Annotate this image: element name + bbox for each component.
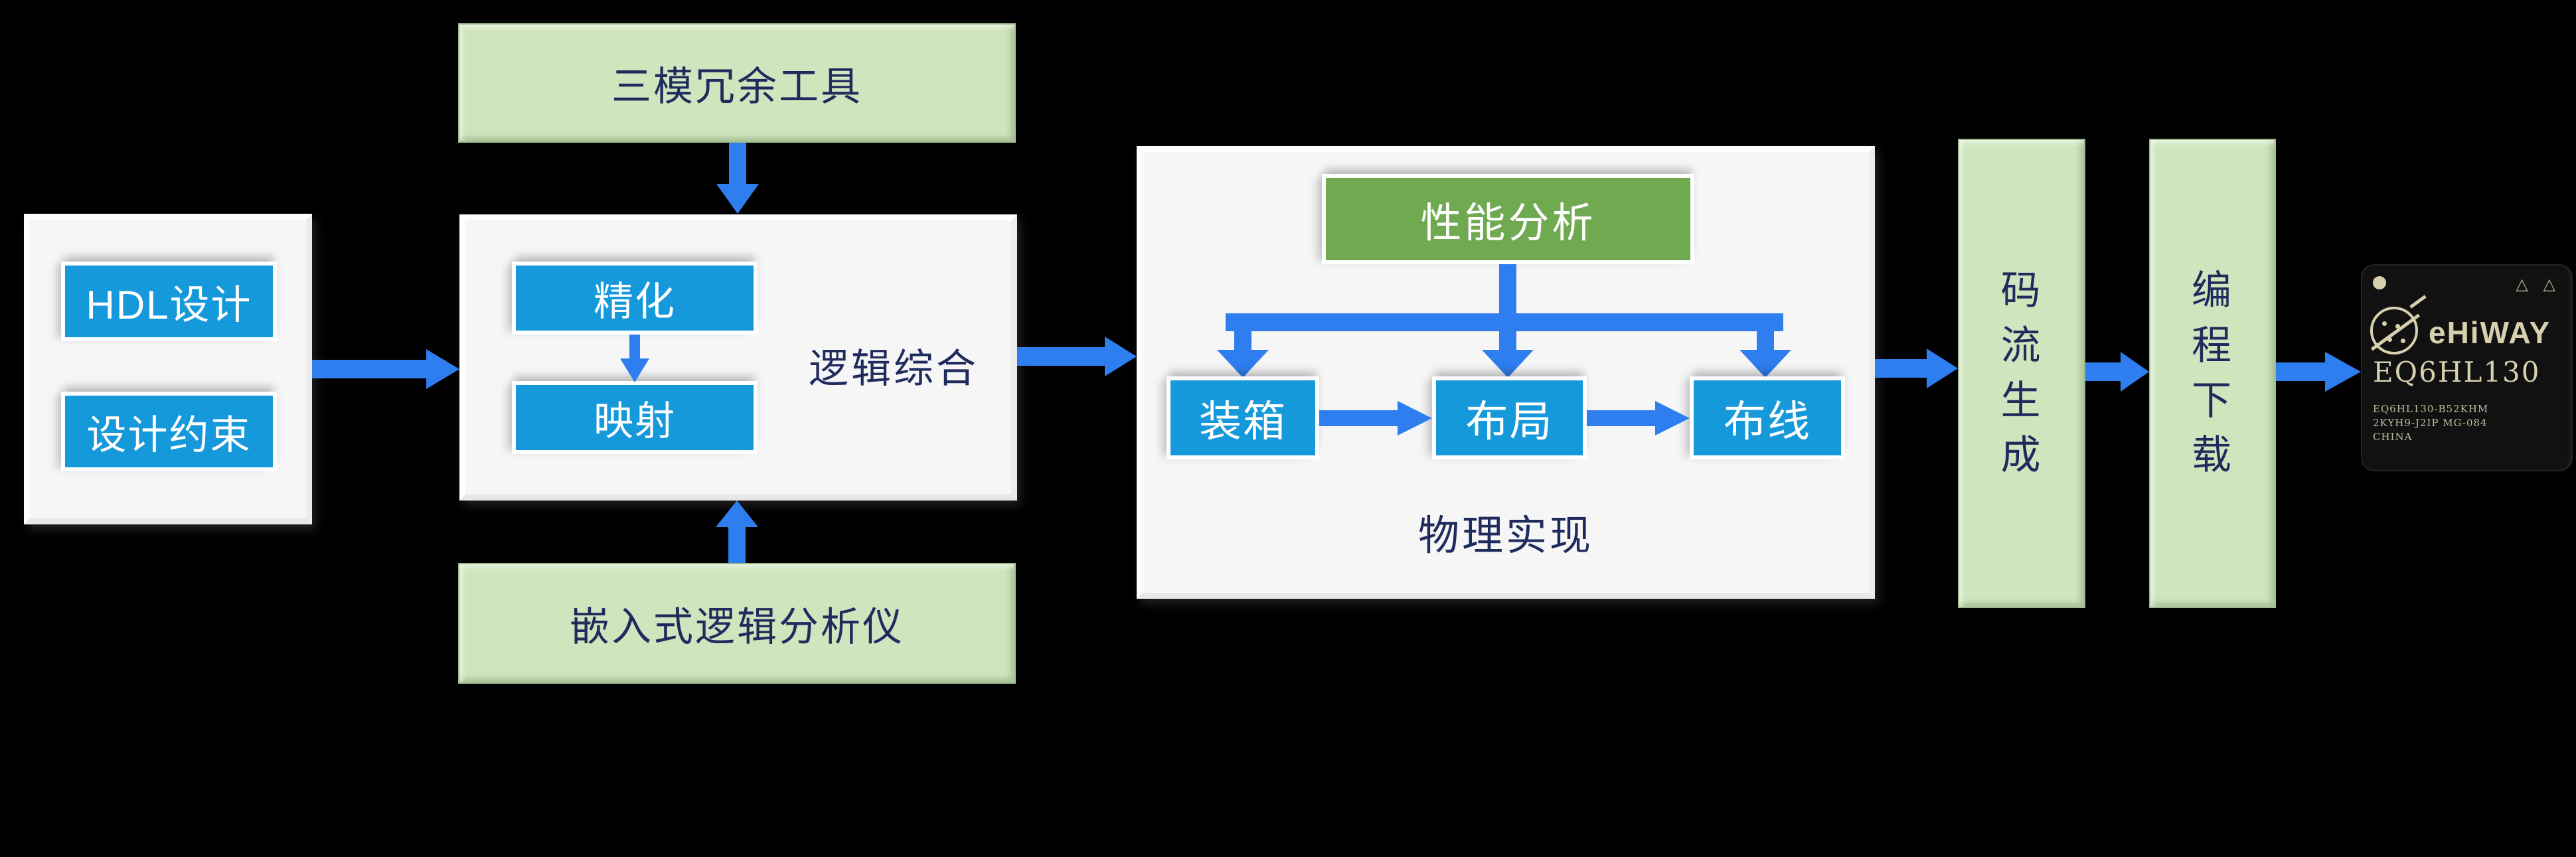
- arrow-packing-to-placement-shaft: [1319, 410, 1398, 426]
- ehiway-globe-logo-icon: [2370, 307, 2418, 354]
- arrow-analyzer-to-synthesis-head: [716, 501, 758, 527]
- design-input-panel: HDL设计 设计约束: [24, 214, 312, 524]
- programming-download-label: 编程下载: [2192, 268, 2233, 478]
- arrow-input-to-synthesis-head: [426, 349, 459, 389]
- performance-analysis-label: 性能分析: [1420, 200, 1596, 246]
- chip-part-number: EQ6HL130: [2373, 356, 2541, 388]
- branch-center-drop: [1499, 331, 1516, 350]
- branch-right-drop: [1757, 331, 1774, 350]
- arrow-physical-to-bitstream-shaft: [1875, 359, 1927, 378]
- arrow-packing-to-placement-head: [1398, 401, 1432, 435]
- refine-label: 精化: [594, 279, 676, 324]
- recycle-triangles-icon: △ △: [2516, 275, 2561, 293]
- arrow-placement-to-routing-shaft: [1587, 410, 1655, 426]
- programming-download-box: 编程下载: [2149, 139, 2276, 608]
- branch-right-head: [1739, 350, 1791, 378]
- branch-stem: [1499, 264, 1516, 315]
- branch-left-drop: [1234, 331, 1251, 350]
- arrow-analyzer-to-synthesis-shaft: [728, 527, 746, 563]
- arrow-placement-to-routing-head: [1655, 401, 1690, 435]
- hdl-design-box: HDL设计: [61, 262, 277, 341]
- branch-center-head: [1482, 350, 1534, 378]
- chip-brand-text: eHiWAY: [2429, 315, 2551, 350]
- mapping-label: 映射: [594, 398, 676, 443]
- branch-left-head: [1217, 350, 1269, 378]
- placement-box: 布局: [1432, 376, 1587, 459]
- mapping-box: 映射: [512, 381, 758, 454]
- arrow-refine-to-mapping-head: [620, 358, 649, 382]
- performance-analysis-box: 性能分析: [1322, 174, 1694, 264]
- bitstream-generation-box: 码流生成: [1958, 139, 2085, 608]
- pin1-dot-icon: [2373, 276, 2386, 289]
- logic-synthesis-panel: 精化 映射 逻辑综合: [459, 214, 1017, 501]
- packing-box: 装箱: [1167, 376, 1319, 459]
- embedded-logic-analyzer-box: 嵌入式逻辑分析仪: [458, 563, 1016, 684]
- arrow-refine-to-mapping-shaft: [629, 335, 640, 358]
- tmr-tool-label: 三模冗余工具: [611, 64, 862, 109]
- arrow-programming-to-chip-shaft: [2276, 362, 2325, 381]
- globe-dots-icon: [2382, 321, 2387, 326]
- arrow-programming-to-chip-head: [2325, 352, 2361, 392]
- routing-box: 布线: [1690, 376, 1845, 459]
- routing-label: 布线: [1724, 397, 1811, 445]
- arrow-bitstream-to-programming-shaft: [2085, 362, 2121, 381]
- physical-implementation-label: 物理实现: [1417, 513, 1593, 559]
- design-constraints-label: 设计约束: [86, 412, 252, 457]
- placement-label: 布局: [1465, 397, 1554, 445]
- fpga-chip-image: △ △ eHiWAY EQ6HL130 EQ6HL130-B52KHM 2KYH…: [2361, 264, 2573, 471]
- hdl-design-label: HDL设计: [86, 282, 252, 327]
- arrow-synthesis-to-physical-shaft: [1017, 347, 1105, 366]
- physical-implementation-panel: 性能分析 装箱 布局 布线 物理实现: [1137, 146, 1875, 599]
- refine-box: 精化: [512, 262, 758, 335]
- branch-bar: [1226, 313, 1783, 331]
- embedded-logic-analyzer-label: 嵌入式逻辑分析仪: [570, 604, 904, 649]
- packing-label: 装箱: [1199, 397, 1287, 445]
- chip-marking-lines: EQ6HL130-B52KHM 2KYH9-J2IP MG-084 CHINA: [2373, 403, 2489, 443]
- arrow-synthesis-to-physical-head: [1105, 337, 1137, 376]
- arrow-bitstream-to-programming-head: [2121, 352, 2149, 392]
- tmr-tool-box: 三模冗余工具: [458, 23, 1016, 143]
- design-constraints-box: 设计约束: [61, 392, 277, 471]
- logic-synthesis-label: 逻辑综合: [809, 347, 979, 391]
- bitstream-generation-label: 码流生成: [2000, 268, 2043, 478]
- arrow-physical-to-bitstream-head: [1927, 349, 1958, 388]
- arrow-tmr-to-synthesis-shaft: [729, 143, 746, 184]
- arrow-input-to-synthesis-shaft: [312, 360, 426, 378]
- arrow-tmr-to-synthesis-head: [716, 184, 759, 214]
